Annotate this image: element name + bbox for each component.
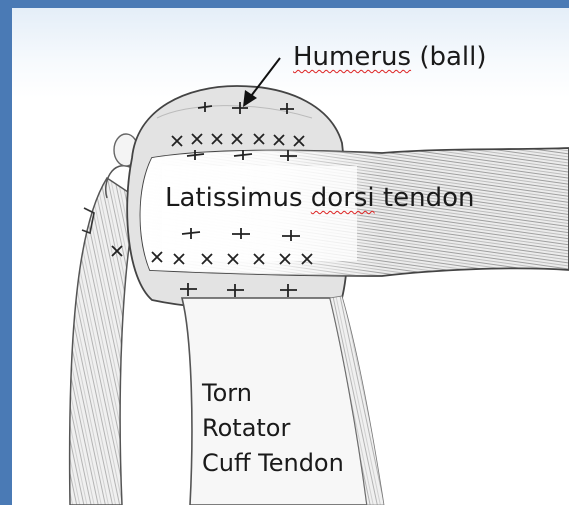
- shoulder-illustration: [12, 8, 569, 505]
- humerus-label: Humerus (ball): [293, 42, 487, 72]
- latissimus-label: Latissimus dorsi tendon: [165, 183, 474, 213]
- torn-label-line-3: Cuff Tendon: [202, 446, 344, 481]
- torn-label-line-2: Rotator: [202, 411, 290, 446]
- slide-panel: Humerus (ball) Latissimus dorsi tendon T…: [12, 8, 569, 505]
- torn-label-line-1: Torn: [202, 376, 252, 411]
